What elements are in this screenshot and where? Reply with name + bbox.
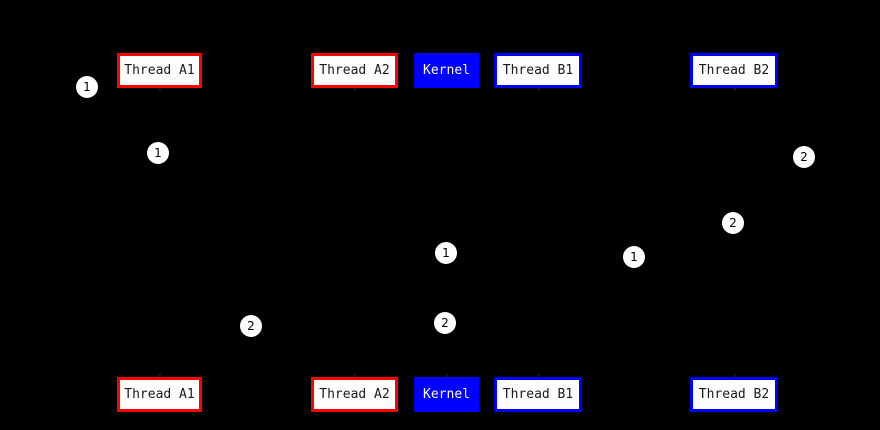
participant-box-thread-a2-bottom[interactable]: Thread A2 [311,377,398,412]
msg-2-self-b2 [733,100,800,171]
participant-box-thread-a1-top[interactable]: Thread A1 [117,53,202,88]
lifeline-kernel-bottom-tip [445,374,448,377]
participant-box-kernel-bottom[interactable]: Kernel [414,377,479,412]
lifeline-thread-a2-bottom-tip [353,374,356,377]
lifeline-thread-b2-top-tip [733,88,736,91]
msg-1-kern-b1 [537,245,634,271]
msg-1-self-a1 [99,99,159,150]
message-marker-1-0: 1 [76,76,98,98]
lifeline-thread-b2-bottom-tip [733,374,736,377]
message-marker-2-6: 2 [240,315,262,337]
participant-box-thread-b1-top[interactable]: Thread B1 [494,53,582,88]
lifeline-kernel [446,85,447,377]
msg-1-a2-kern [353,240,446,266]
lifeline-thread-b1 [538,88,539,377]
participant-box-thread-a1-bottom[interactable]: Thread A1 [117,377,202,412]
participant-box-thread-b2-bottom[interactable]: Thread B2 [690,377,778,412]
lifeline-thread-a2-top-tip [353,88,356,91]
participant-box-thread-b1-bottom[interactable]: Thread B1 [494,377,582,412]
participant-box-thread-b2-top[interactable]: Thread B2 [690,53,778,88]
message-marker-1-1: 1 [147,142,169,164]
lifeline-thread-b1-top-tip [537,88,540,91]
lifeline-thread-a2 [354,88,355,377]
lifeline-thread-a1-bottom-tip [158,374,161,377]
lifeline-thread-a1 [159,88,160,377]
message-marker-1-5: 1 [623,246,645,268]
participant-box-kernel-top[interactable]: Kernel [414,53,479,88]
lifeline-thread-a1-top-tip [158,88,161,91]
lifeline-thread-b1-bottom-tip [537,374,540,377]
message-marker-2-2: 2 [793,146,815,168]
participant-box-thread-a2-top[interactable]: Thread A2 [311,53,398,88]
message-marker-1-4: 1 [435,242,457,264]
message-marker-2-7: 2 [434,312,456,334]
message-marker-2-3: 2 [722,212,744,234]
